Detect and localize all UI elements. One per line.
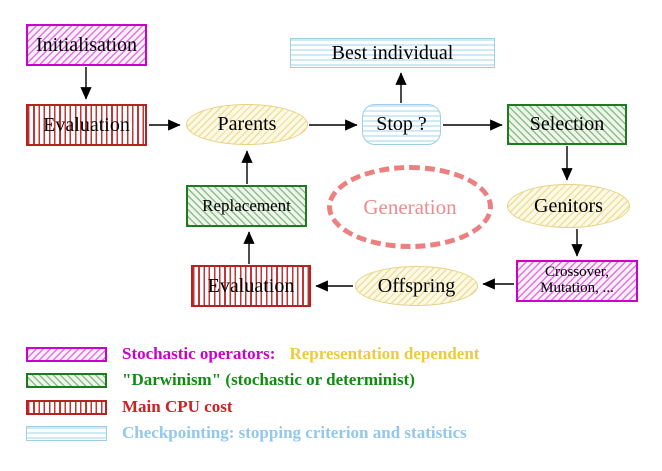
node-replacement: Replacement xyxy=(186,185,307,227)
legend-swatch-darwinism xyxy=(26,373,107,388)
node-generation-loop: Generation xyxy=(327,165,493,249)
node-stop: Stop ? xyxy=(362,104,441,145)
legend-label-checkpointing: Checkpointing: stopping criterion and st… xyxy=(122,423,467,442)
legend-swatch-checkpointing xyxy=(26,426,107,441)
legend-swatch-stochastic-operators xyxy=(26,347,107,362)
node-initialisation-label: Initialisation xyxy=(35,33,138,56)
node-parents-label: Parents xyxy=(217,113,277,135)
legend-label-darwinism: "Darwinism" (stochastic or determinist) xyxy=(122,370,415,389)
node-evaluation-top-label: Evaluation xyxy=(43,113,130,136)
legend-text-representation-dependent: Representation dependent xyxy=(289,344,480,363)
node-generation-label: Generation xyxy=(363,194,457,219)
node-crossover-label-line1: Crossover, xyxy=(545,264,609,281)
node-genitors: Genitors xyxy=(507,184,630,228)
node-parents: Parents xyxy=(186,104,308,145)
node-selection-label: Selection xyxy=(529,113,605,135)
node-replacement-label: Replacement xyxy=(202,196,291,216)
node-genitors-label: Genitors xyxy=(534,194,603,217)
node-evaluation-top: Evaluation xyxy=(26,104,147,146)
node-evaluation-bottom-label: Evaluation xyxy=(207,274,295,297)
node-offspring: Offspring xyxy=(355,266,478,306)
legend-label-main-cpu-cost: Main CPU cost xyxy=(122,397,233,416)
node-selection: Selection xyxy=(507,104,627,145)
node-offspring-label: Offspring xyxy=(377,274,456,297)
node-initialisation: Initialisation xyxy=(26,24,147,66)
legend-text-stochastic-operators: Stochastic operators: xyxy=(122,344,276,363)
node-crossover-mutation: Crossover, Mutation, ... xyxy=(516,260,638,302)
legend-label-stochastic-operators: Stochastic operators: Representation depe… xyxy=(122,344,479,364)
node-stop-label: Stop ? xyxy=(376,113,427,135)
node-best-individual: Best individual xyxy=(290,38,495,68)
node-crossover-label-line2: Mutation, ... xyxy=(540,280,614,296)
node-evaluation-bottom: Evaluation xyxy=(191,265,311,307)
node-best-individual-label: Best individual xyxy=(331,41,454,64)
legend-swatch-main-cpu-cost xyxy=(26,400,107,415)
